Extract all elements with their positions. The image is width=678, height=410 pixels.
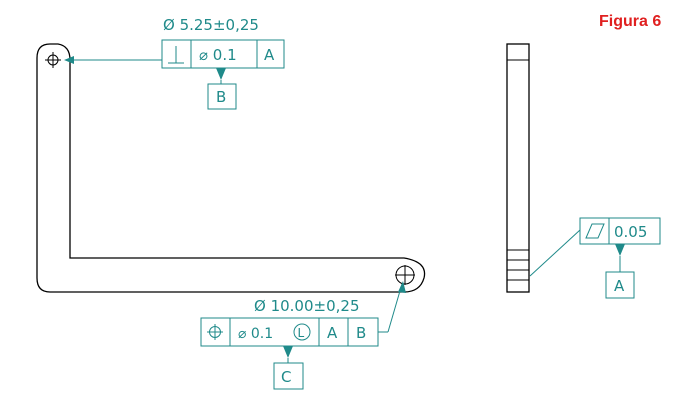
- flatness-feature-control-frame: 0.05: [579, 217, 661, 245]
- datum-a-triangle: [615, 244, 625, 256]
- side-view: [506, 43, 530, 293]
- bottom-datum-ref-a: A: [327, 324, 338, 342]
- top-leader-arrow: [64, 56, 74, 64]
- l-bracket-front-view: [36, 43, 426, 293]
- datum-c-label: C: [281, 368, 291, 386]
- bottom-feature-control-frame: ⌀ 0.1 L A B: [200, 317, 379, 347]
- flatness-icon: [585, 223, 605, 239]
- bottom-tolerance-value: ⌀ 0.1: [238, 326, 273, 342]
- side-view-callout: 0.05 A: [529, 217, 661, 299]
- datum-a-label: A: [614, 277, 625, 295]
- position-icon: [207, 324, 223, 340]
- datum-a-box: [605, 271, 635, 299]
- lmc-modifier-label: L: [298, 326, 305, 340]
- datum-b-triangle: [216, 68, 226, 80]
- bottom-hole: [395, 265, 415, 285]
- perpendicularity-icon: [168, 46, 184, 64]
- top-hole-dimension: Ø 5.25±0,25: [163, 16, 259, 34]
- top-tolerance-value: ⌀ 0.1: [199, 46, 237, 64]
- bottom-leader-arrow: [398, 281, 406, 293]
- top-hole: [45, 52, 61, 68]
- lmc-modifier-circle: [293, 323, 311, 341]
- datum-b-label: B: [216, 88, 226, 106]
- flatness-tolerance-value: 0.05: [614, 223, 647, 241]
- datum-b-box: [207, 83, 237, 110]
- top-hole-callout: Ø 5.25±0,25 ⌀ 0.1 A B: [64, 16, 285, 110]
- flatness-leader-line: [529, 229, 581, 277]
- top-feature-control-frame: ⌀ 0.1 A: [161, 39, 285, 69]
- bottom-datum-ref-b: B: [356, 324, 366, 342]
- bottom-hole-dimension: Ø 10.00±0,25: [254, 297, 359, 315]
- figure-label: Figura 6: [599, 13, 661, 30]
- datum-c-box: [273, 362, 304, 390]
- datum-c-triangle: [283, 346, 293, 358]
- bottom-hole-callout: Ø 10.00±0,25 ⌀ 0.1 L A B C: [200, 281, 406, 390]
- top-datum-ref-a: A: [264, 46, 275, 64]
